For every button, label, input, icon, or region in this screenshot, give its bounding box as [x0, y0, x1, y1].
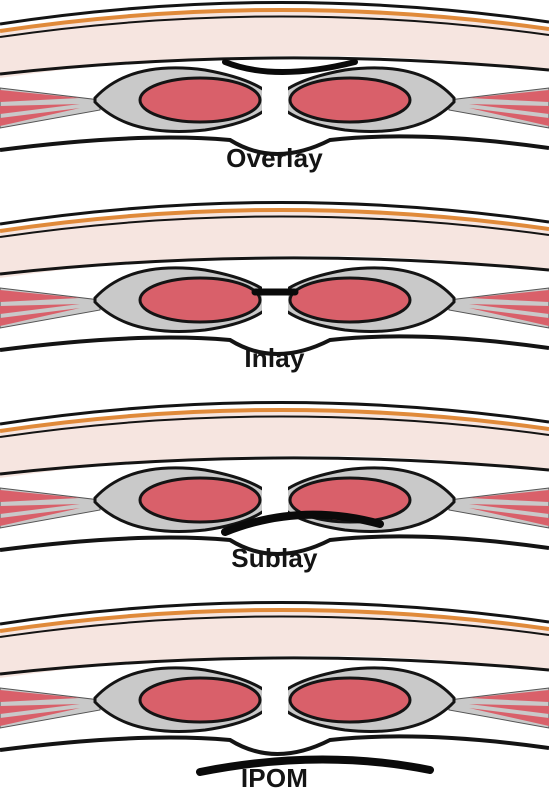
- sublay-label: Sublay: [0, 543, 549, 574]
- rectus-muscle-left: [140, 678, 260, 722]
- peritoneum-line: [0, 736, 549, 754]
- rectus-muscle-right: [290, 78, 410, 122]
- inlay-panel: Inlay: [0, 200, 549, 395]
- rectus-muscle-left: [140, 78, 260, 122]
- hernia-defect: [262, 680, 288, 722]
- hernia-defect: [262, 80, 288, 122]
- rectus-muscle-right: [290, 678, 410, 722]
- hernia-defect: [262, 280, 288, 322]
- inlay-label: Inlay: [0, 343, 549, 374]
- rectus-muscle-left: [140, 478, 260, 522]
- overlay-panel: Overlay: [0, 0, 549, 195]
- ipom-panel: IPOM: [0, 600, 549, 795]
- rectus-muscle-right: [290, 278, 410, 322]
- sublay-panel: Sublay: [0, 400, 549, 595]
- ipom-label: IPOM: [0, 763, 549, 794]
- rectus-muscle-left: [140, 278, 260, 322]
- overlay-label: Overlay: [0, 143, 549, 174]
